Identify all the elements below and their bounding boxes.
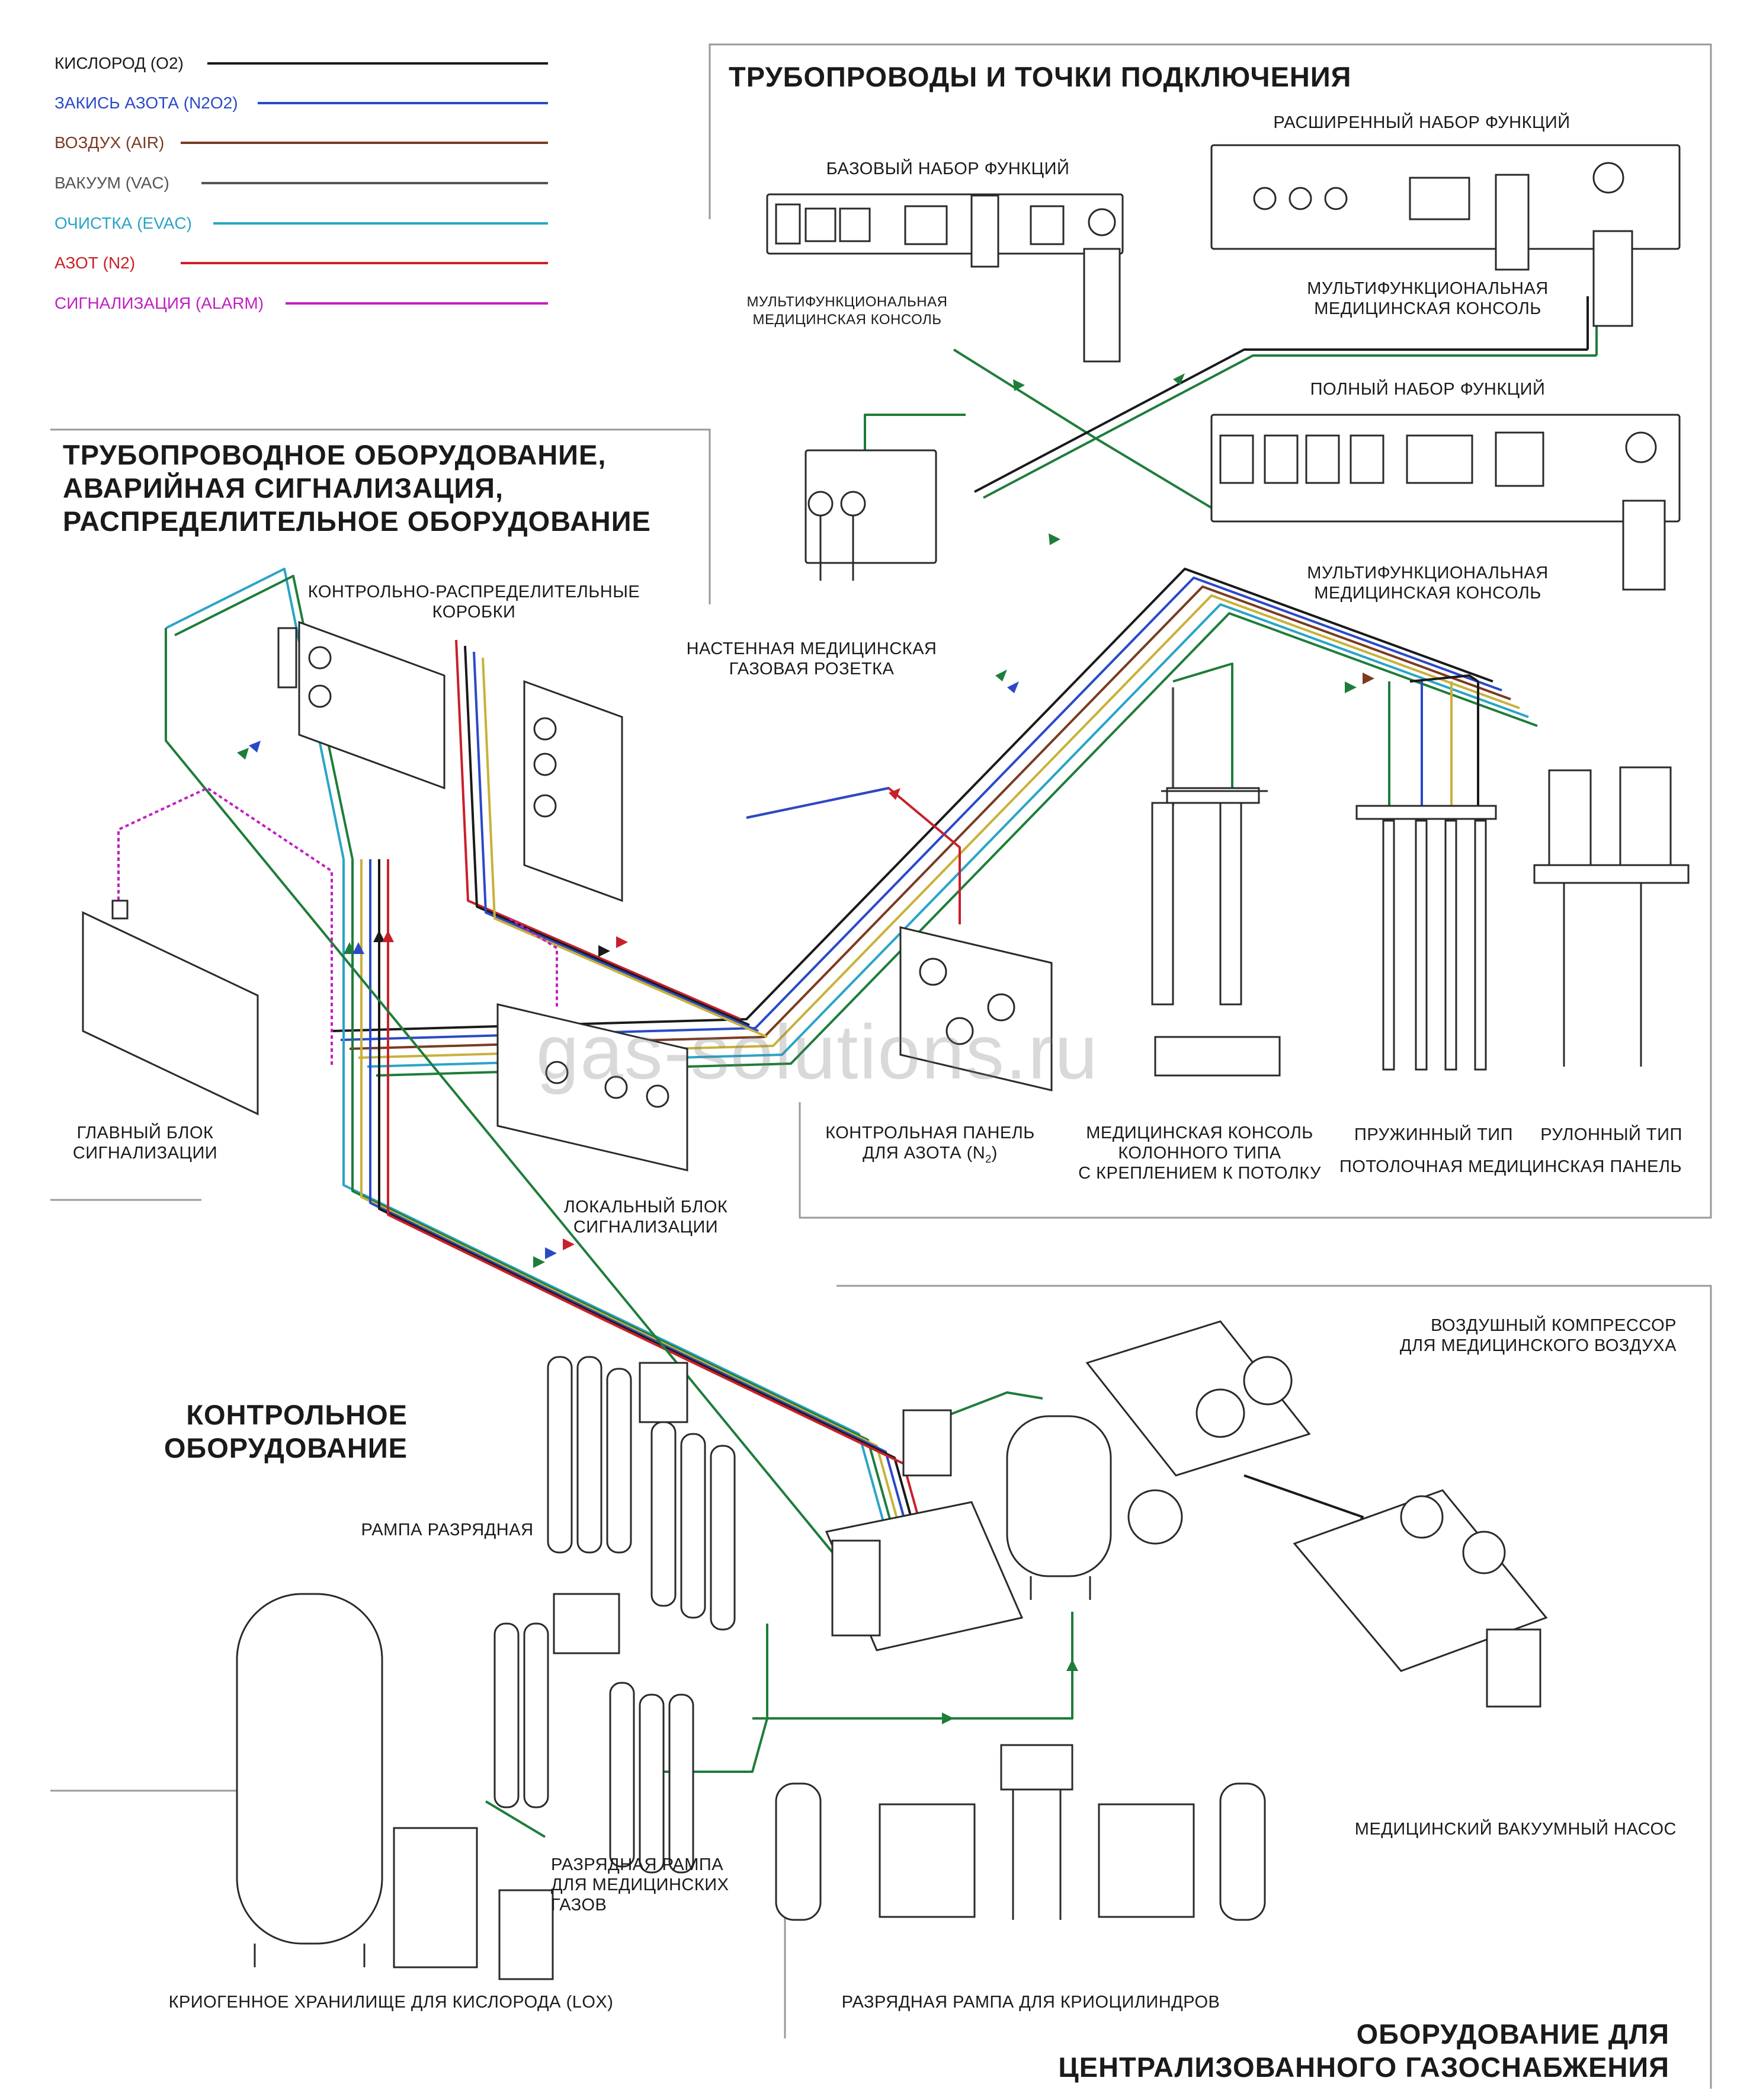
label-vacuum-pump: МЕДИЦИНСКИЙ ВАКУУМНЫЙ НАСОС [1354, 1820, 1677, 1839]
label-discharge-ramp: РАМПА РАЗРЯДНАЯ [361, 1520, 534, 1539]
heading-control-equipment: КОНТРОЛЬНОЕ ОБОРУДОВАНИЕ [153, 1398, 408, 1465]
label-roll-type: РУЛОННЫЙ ТИП [1540, 1125, 1682, 1144]
label-extended-set: РАСШИРЕННЫЙ НАБОР ФУНКЦИЙ [1273, 113, 1570, 132]
roll-type-shape [1533, 766, 1690, 1067]
label-nitrogen-panel-pre: ДЛЯ АЗОТА (N [863, 1144, 986, 1163]
label-console-full-line: МЕДИЦИНСКАЯ КОНСОЛЬ [1314, 584, 1541, 603]
pipe-bundle [117, 296, 1598, 1838]
label-medical-gas-ramp-line: ГАЗОВ [551, 1896, 607, 1915]
legend-nitrogen: АЗОТ (N2) [55, 254, 136, 272]
extended-console-shape [1210, 144, 1681, 327]
nitrogen-panel-shape [899, 926, 1053, 1091]
label-local-alarm: ЛОКАЛЬНЫЙ БЛОК СИГНАЛИЗАЦИИ [545, 1197, 746, 1237]
label-lox-storage: КРИОГЕННОЕ ХРАНИЛИЩЕ ДЛЯ КИСЛОРОДА (LOX) [168, 1993, 614, 2012]
legend-vacuum: ВАКУУМ (VAC) [55, 174, 169, 192]
control-rack-shape [825, 1409, 1024, 1651]
label-medical-gas-ramp-line: ДЛЯ МЕДИЦИНСКИХ [551, 1875, 729, 1894]
label-medical-gas-ramp: РАЗРЯДНАЯ РАМПА ДЛЯ МЕДИЦИНСКИХ ГАЗОВ [551, 1855, 752, 1915]
label-air-compressor-line: ВОЗДУШНЫЙ КОМПРЕССОР [1431, 1316, 1677, 1335]
label-full-set: ПОЛНЫЙ НАБОР ФУНКЦИЙ [1310, 380, 1546, 399]
label-console-full: МУЛЬТИФУНКЦИОНАЛЬНАЯ МЕДИЦИНСКАЯ КОНСОЛЬ [1274, 563, 1582, 603]
label-control-boxes-line: КОНТРОЛЬНО-РАСПРЕДЕЛИТЕЛЬНЫЕ [307, 582, 640, 601]
label-ceiling-panel: ПОТОЛОЧНАЯ МЕДИЦИНСКАЯ ПАНЕЛЬ [1339, 1157, 1682, 1176]
label-nitrogen-panel-line: КОНТРОЛЬНАЯ ПАНЕЛЬ [825, 1123, 1035, 1142]
label-main-alarm: ГЛАВНЫЙ БЛОК СИГНАЛИЗАЦИИ [53, 1123, 237, 1163]
label-wall-outlet: НАСТЕННАЯ МЕДИЦИНСКАЯ ГАЗОВАЯ РОЗЕТКА [675, 639, 948, 679]
label-nitrogen-panel-sub: 2 [985, 1153, 992, 1165]
control-boxes-shape [277, 620, 623, 902]
label-console-extended: МУЛЬТИФУНКЦИОНАЛЬНАЯ МЕДИЦИНСКАЯ КОНСОЛЬ [1274, 278, 1582, 319]
label-column-console-line: МЕДИЦИНСКАЯ КОНСОЛЬ [1086, 1123, 1313, 1142]
heading-pipeline-equipment-line: РАСПРЕДЕЛИТЕЛЬНОЕ ОБОРУДОВАНИЕ [63, 505, 651, 537]
label-local-alarm-line: СИГНАЛИЗАЦИИ [573, 1218, 719, 1237]
label-medical-gas-ramp-line: РАЗРЯДНАЯ РАМПА [551, 1855, 724, 1874]
heading-central-supply: ОБОРУДОВАНИЕ ДЛЯ ЦЕНТРАЛИЗОВАННОГО ГАЗОС… [948, 2018, 1669, 2084]
local-alarm-shape [496, 1003, 688, 1171]
label-column-console-line: С КРЕПЛЕНИЕМ К ПОТОЛКУ [1078, 1164, 1321, 1183]
label-control-boxes: КОНТРОЛЬНО-РАСПРЕДЕЛИТЕЛЬНЫЕ КОРОБКИ [302, 582, 646, 622]
label-control-boxes-line: КОРОБКИ [432, 603, 516, 622]
legend-lines [181, 62, 548, 305]
label-nitrogen-panel-post: ) [991, 1144, 998, 1163]
label-nitrogen-panel: КОНТРОЛЬНАЯ ПАНЕЛЬ ДЛЯ АЗОТА (N2) [812, 1123, 1049, 1169]
lox-tank-shape [236, 1593, 554, 1980]
main-alarm-shape [82, 899, 259, 1116]
air-compressor-shape [1085, 1320, 1311, 1545]
label-wall-outlet-line: НАСТЕННАЯ МЕДИЦИНСКАЯ [686, 639, 937, 658]
legend-air: ВОЗДУХ (AIR) [55, 133, 165, 152]
heading-pipelines-points: ТРУБОПРОВОДЫ И ТОЧКИ ПОДКЛЮЧЕНИЯ [729, 61, 1352, 92]
legend-alarm: СИГНАЛИЗАЦИЯ (ALARM) [55, 294, 264, 312]
heading-central-supply-line: ЦЕНТРАЛИЗОВАННОГО ГАЗОСНАБЖЕНИЯ [1058, 2051, 1669, 2083]
receiver-tank-shape [1006, 1415, 1112, 1600]
watermark: gas-solutions.ru [536, 1009, 1099, 1095]
heading-pipeline-equipment-line: ТРУБОПРОВОДНОЕ ОБОРУДОВАНИЕ, [63, 439, 607, 470]
legend-oxygen: КИСЛОРОД (O2) [55, 54, 184, 72]
label-console-basic: МУЛЬТИФУНКЦИОНАЛЬНАЯ МЕДИЦИНСКАЯ КОНСОЛЬ [729, 293, 966, 329]
column-console-shape [1151, 787, 1281, 1077]
wall-outlet-shape [805, 449, 937, 581]
label-console-basic-line: МЕДИЦИНСКАЯ КОНСОЛЬ [752, 312, 942, 328]
basic-console-shape [766, 193, 1124, 363]
label-local-alarm-line: ЛОКАЛЬНЫЙ БЛОК [563, 1198, 728, 1217]
label-spring-type: ПРУЖИННЫЙ ТИП [1354, 1125, 1513, 1144]
cryo-ramp-shape [775, 1744, 1266, 1921]
label-column-console-line: КОЛОННОГО ТИПА [1118, 1144, 1281, 1163]
label-nitrogen-panel-line: ДЛЯ АЗОТА (N2) [812, 1143, 1049, 1169]
discharge-ramp-shape [547, 1356, 736, 1631]
label-wall-outlet-line: ГАЗОВАЯ РОЗЕТКА [729, 660, 895, 678]
legend-nitrous-oxide: ЗАКИСЬ АЗОТА (N2O2) [55, 94, 238, 112]
label-console-basic-line: МУЛЬТИФУНКЦИОНАЛЬНАЯ [746, 294, 948, 310]
label-air-compressor: ВОЗДУШНЫЙ КОМПРЕССОР ДЛЯ МЕДИЦИНСКОГО ВО… [1380, 1315, 1677, 1356]
vacuum-pump-shape [1293, 1489, 1548, 1708]
equipment [82, 144, 1690, 1980]
spring-type-shape [1355, 805, 1497, 1071]
label-console-full-line: МУЛЬТИФУНКЦИОНАЛЬНАЯ [1307, 564, 1549, 582]
label-column-console: МЕДИЦИНСКАЯ КОНСОЛЬ КОЛОННОГО ТИПА С КРЕ… [1060, 1123, 1339, 1183]
label-basic-set: БАЗОВЫЙ НАБОР ФУНКЦИЙ [826, 159, 1070, 178]
label-main-alarm-line: ГЛАВНЫЙ БЛОК [76, 1123, 214, 1142]
heading-pipeline-equipment-line: АВАРИЙНАЯ СИГНАЛИЗАЦИЯ, [63, 472, 504, 504]
label-main-alarm-line: СИГНАЛИЗАЦИИ [72, 1144, 218, 1163]
heading-control-equipment-line: КОНТРОЛЬНОЕ [186, 1399, 408, 1430]
heading-control-equipment-line: ОБОРУДОВАНИЕ [164, 1432, 408, 1464]
legend-evac: ОЧИСТКА (EVAC) [55, 214, 192, 232]
label-air-compressor-line: ДЛЯ МЕДИЦИНСКОГО ВОЗДУХА [1399, 1336, 1677, 1355]
flow-arrows [237, 373, 1374, 1778]
heading-pipeline-equipment: ТРУБОПРОВОДНОЕ ОБОРУДОВАНИЕ, АВАРИЙНАЯ С… [63, 438, 651, 538]
label-console-extended-line: МУЛЬТИФУНКЦИОНАЛЬНАЯ [1307, 279, 1549, 298]
full-console-shape [1210, 414, 1681, 591]
label-cryo-ramp: РАЗРЯДНАЯ РАМПА ДЛЯ КРИОЦИЛИНДРОВ [841, 1993, 1220, 2012]
label-console-extended-line: МЕДИЦИНСКАЯ КОНСОЛЬ [1314, 299, 1541, 318]
heading-central-supply-line: ОБОРУДОВАНИЕ ДЛЯ [1356, 2018, 1669, 2050]
lower-ramp-shape [493, 1593, 694, 1874]
